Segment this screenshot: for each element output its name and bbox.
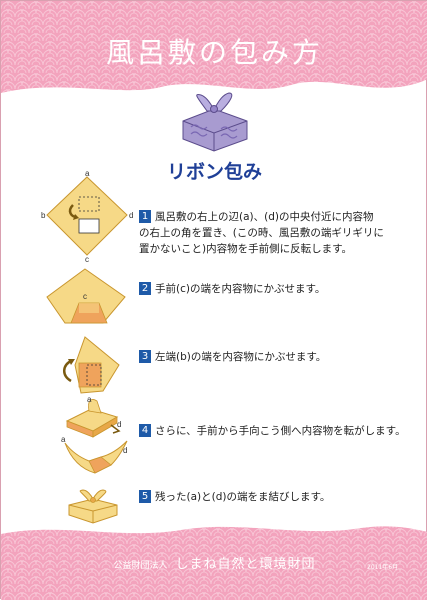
- issue-date: 2011年6月: [367, 564, 399, 571]
- step-text: 置かないこと)内容物を手前側に反転します。: [139, 243, 353, 255]
- step-1: 1 風呂敷の右上の辺(a)、(d)の中央付近に内容物 の右上の角を置き、(この時、…: [139, 209, 384, 257]
- step4b-diagram: a d: [61, 435, 127, 474]
- label-c: c: [83, 292, 87, 301]
- step-2: 2 手前(c)の端を内容物にかぶせます。: [139, 281, 325, 297]
- org-prefix: 公益財団法人: [113, 561, 168, 571]
- label-a: a: [87, 395, 92, 404]
- step-5: 5 残った(a)と(d)の端をま結びします。: [139, 489, 330, 505]
- step-text: 手前(c)の端を内容物にかぶせます。: [155, 283, 326, 295]
- step2-diagram: c: [46, 268, 126, 324]
- wrapped-bundle-illustration: [182, 92, 248, 152]
- step-number: 1: [139, 210, 151, 223]
- step5-diagram: [68, 489, 118, 524]
- label-d: d: [117, 420, 121, 429]
- step-number: 4: [139, 424, 151, 437]
- label-b: b: [41, 211, 46, 220]
- step-text: の右上の角を置き、(この時、風呂敷の端ギリギリに: [139, 227, 384, 239]
- step-text: 風呂敷の右上の辺(a)、(d)の中央付近に内容物: [155, 211, 374, 223]
- label-d: d: [129, 211, 133, 220]
- step-number: 5: [139, 490, 151, 503]
- label-c: c: [85, 255, 89, 263]
- step-text: さらに、手前から手向こう側へ内容物を転がします。: [155, 425, 406, 437]
- step4-diagram: a d: [65, 395, 121, 438]
- label-d: d: [123, 446, 127, 455]
- step-text: 左端(b)の端を内容物にかぶせます。: [155, 351, 327, 363]
- step-text: 残った(a)と(d)の端をま結びします。: [155, 491, 331, 503]
- label-a: a: [61, 435, 66, 444]
- footer-banner: [1, 520, 427, 600]
- step-3: 3 左端(b)の端を内容物にかぶせます。: [139, 349, 326, 365]
- subtitle: リボン包み: [166, 161, 262, 183]
- step-number: 2: [139, 282, 151, 295]
- page-title: 風呂敷の包み方: [105, 36, 323, 69]
- label-a: a: [85, 171, 90, 178]
- step-4: 4 さらに、手前から手向こう側へ内容物を転がします。: [139, 423, 406, 439]
- step3-diagram: [63, 336, 120, 394]
- header-banner: 風呂敷の包み方: [1, 1, 427, 101]
- organization: 公益財団法人しまね自然と環境財団: [1, 553, 427, 572]
- step-number: 3: [139, 350, 151, 363]
- org-name: しまね自然と環境財団: [175, 557, 316, 572]
- step1-diagram: a b c d: [41, 171, 133, 263]
